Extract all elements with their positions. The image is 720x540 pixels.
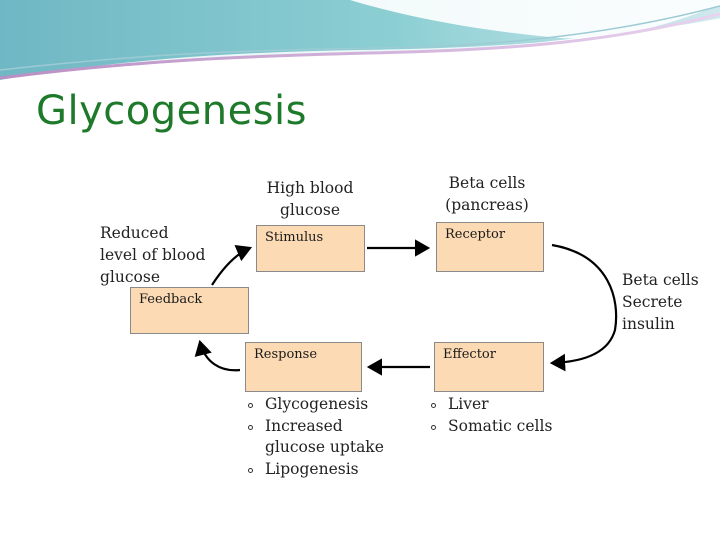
receptor-heading-line1: Beta cells [448,174,526,192]
effector-side-line2: Secrete [622,293,683,311]
bullet-icon [431,424,436,430]
feedback-box: Feedback [130,287,249,334]
list-item: Lipogenesis [245,459,384,481]
feedback-heading-line3: glucose [100,268,161,286]
effector-list: Liver Somatic cells [428,394,552,437]
list-item: Liver [428,394,552,416]
feedback-heading-line2: level of blood [100,246,206,264]
arrow-response-to-feedback [194,339,241,372]
effector-box: Effector [434,342,544,392]
effector-side-text: Beta cells Secrete insulin [622,269,699,335]
bullet-icon [431,403,436,408]
receptor-heading-line2: (pancreas) [445,196,529,214]
feedback-label: Feedback [139,292,203,307]
arrow-feedback-to-stimulus [211,244,253,286]
effector-side-line1: Beta cells [622,271,699,289]
page-title: Glycogenesis [36,88,307,134]
arrow-receptor-to-effector [549,243,618,372]
header-banner [0,0,720,86]
list-item: Somatic cells [428,416,552,438]
stimulus-heading: High blood glucose [250,177,370,221]
bullet-icon [248,467,253,473]
stimulus-label: Stimulus [265,230,324,245]
stimulus-heading-line1: High blood [266,179,354,197]
list-item: Glycogenesis [245,394,384,416]
stimulus-heading-line2: glucose [279,201,340,219]
receptor-heading: Beta cells (pancreas) [432,172,542,216]
feedback-heading: Reduced level of blood glucose [100,222,205,288]
receptor-label: Receptor [445,227,506,242]
effector-side-line3: insulin [622,315,675,333]
feedback-heading-line1: Reduced [100,224,169,242]
bullet-icon [248,403,253,408]
bullet-icon [248,424,253,430]
stimulus-box: Stimulus [256,225,365,272]
receptor-box: Receptor [436,222,544,272]
response-label: Response [254,347,318,362]
effector-label: Effector [443,347,496,362]
response-box: Response [245,342,362,392]
